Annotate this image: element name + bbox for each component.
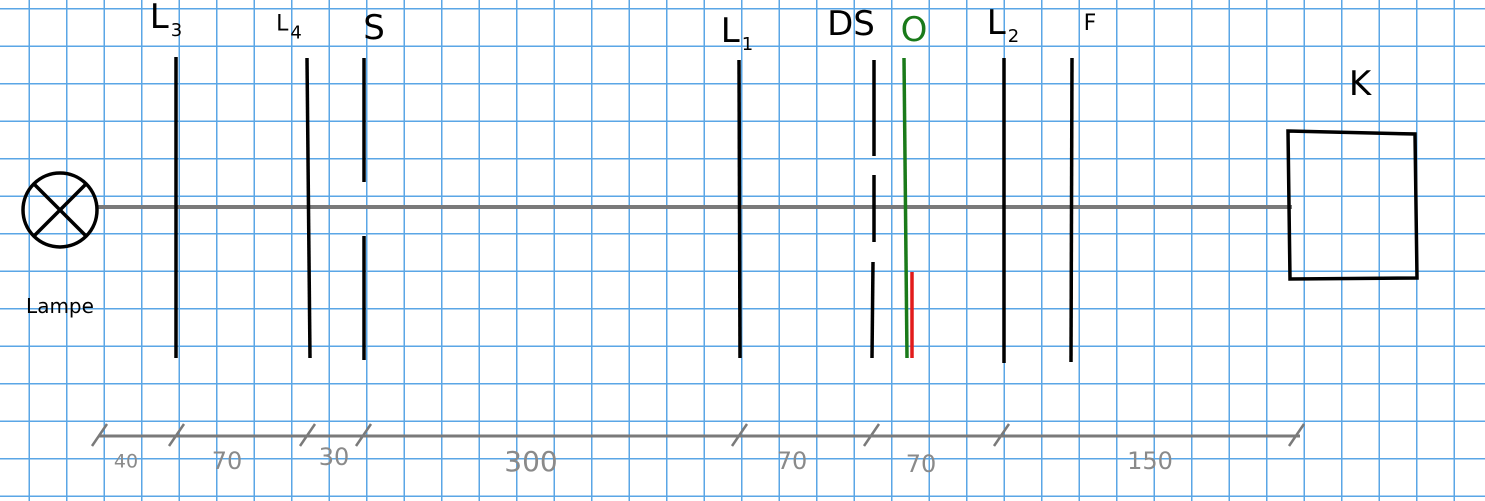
distance-2: 30 bbox=[318, 443, 350, 471]
object-line bbox=[902, 57, 909, 359]
label-ds: DS bbox=[827, 4, 875, 44]
distance-6: 150 bbox=[1127, 447, 1173, 475]
ruler-ticks bbox=[90, 423, 1306, 447]
double-slit-seg-3 bbox=[870, 261, 875, 359]
lamp-icon bbox=[21, 171, 99, 249]
label-lampe: Lampe bbox=[26, 294, 94, 318]
distance-5: 70 bbox=[905, 450, 937, 478]
lens-l1 bbox=[737, 59, 742, 359]
label-s: S bbox=[363, 8, 385, 48]
label-k: K bbox=[1348, 64, 1372, 104]
distance-4: 70 bbox=[776, 447, 808, 475]
label-f: F bbox=[1083, 11, 1097, 36]
distance-3: 300 bbox=[504, 445, 558, 478]
lens-l4 bbox=[305, 57, 312, 359]
label-o: O bbox=[900, 10, 928, 50]
camera-box bbox=[1286, 129, 1419, 281]
filter-line bbox=[1069, 57, 1074, 363]
distance-0: 40 bbox=[113, 450, 139, 473]
distance-1: 70 bbox=[211, 447, 243, 475]
